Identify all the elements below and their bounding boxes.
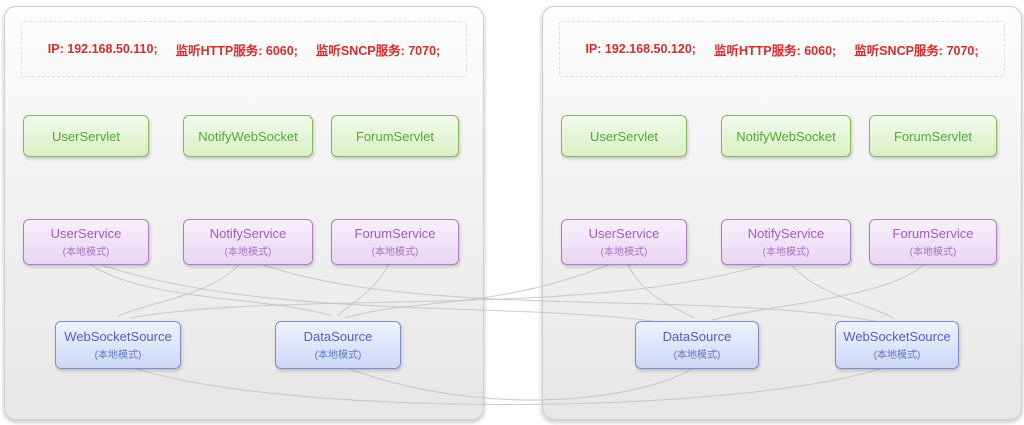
source-mode-label: (本地模式) [314, 350, 362, 361]
servlet-label: ForumServlet [893, 128, 973, 144]
service-label: NotifyService [209, 226, 287, 241]
source-box-datasource: DataSource (本地模式) [635, 321, 759, 369]
server-info-header: IP: 192.168.50.120; 监听HTTP服务: 6060; 监听SN… [559, 21, 1005, 77]
source-label: WebSocketSource [64, 329, 172, 344]
server-info-header: IP: 192.168.50.110; 监听HTTP服务: 6060; 监听SN… [21, 21, 467, 77]
service-mode-label: (本地模式) [600, 247, 648, 258]
service-label: UserService [50, 226, 122, 241]
service-label: NotifyService [747, 226, 825, 241]
servlet-label: NotifyWebSocket [198, 128, 298, 144]
service-mode-label: (本地模式) [762, 247, 810, 258]
service-mode-label: (本地模式) [62, 247, 110, 258]
source-label: DataSource [662, 329, 732, 344]
servlet-box-forumservlet: ForumServlet [869, 115, 997, 157]
servlet-label: NotifyWebSocket [736, 128, 836, 144]
service-mode-label: (本地模式) [224, 247, 272, 258]
servlet-label: UserServlet [590, 128, 658, 144]
http-port-label: 监听HTTP服务: 6060; [713, 43, 837, 58]
service-box-forumservice: ForumService (本地模式) [331, 219, 459, 265]
service-box-userservice: UserService (本地模式) [561, 219, 687, 265]
server-ip: IP: 192.168.50.110; [47, 42, 158, 56]
service-mode-label: (本地模式) [371, 247, 419, 258]
servlet-box-userservlet: UserServlet [561, 115, 687, 157]
servlet-box-userservlet: UserServlet [23, 115, 149, 157]
sncp-port-label: 监听SNCP服务: 7070; [854, 43, 979, 58]
source-box-datasource: DataSource (本地模式) [275, 321, 401, 369]
servlet-box-notifywebsocket: NotifyWebSocket [721, 115, 851, 157]
service-mode-label: (本地模式) [909, 247, 957, 258]
service-label: ForumService [892, 226, 974, 241]
servlet-box-forumservlet: ForumServlet [331, 115, 459, 157]
source-label: DataSource [303, 329, 373, 344]
source-mode-label: (本地模式) [873, 350, 921, 361]
service-label: ForumService [354, 226, 436, 241]
service-box-forumservice: ForumService (本地模式) [869, 219, 997, 265]
service-label: UserService [588, 226, 660, 241]
source-mode-label: (本地模式) [94, 350, 142, 361]
service-box-notifyservice: NotifyService (本地模式) [721, 219, 851, 265]
service-box-notifyservice: NotifyService (本地模式) [183, 219, 313, 265]
server-ip: IP: 192.168.50.120; [585, 42, 696, 56]
source-box-websocketsource: WebSocketSource (本地模式) [835, 321, 959, 369]
servlet-label: UserServlet [52, 128, 120, 144]
servlet-box-notifywebsocket: NotifyWebSocket [183, 115, 313, 157]
servlet-label: ForumServlet [355, 128, 435, 144]
source-mode-label: (本地模式) [673, 350, 721, 361]
server-panel-1: IP: 192.168.50.110; 监听HTTP服务: 6060; 监听SN… [4, 6, 484, 420]
source-box-websocketsource: WebSocketSource (本地模式) [55, 321, 181, 369]
source-label: WebSocketSource [843, 329, 951, 344]
http-port-label: 监听HTTP服务: 6060; [175, 43, 298, 58]
service-box-userservice: UserService (本地模式) [23, 219, 149, 265]
server-panel-2: IP: 192.168.50.120; 监听HTTP服务: 6060; 监听SN… [542, 6, 1022, 420]
sncp-port-label: 监听SNCP服务: 7070; [315, 43, 441, 58]
